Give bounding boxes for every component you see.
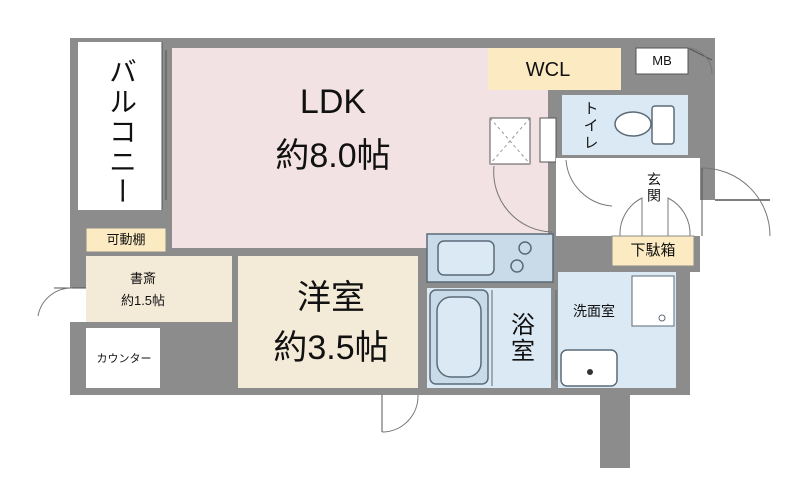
wcl-room: [488, 48, 621, 90]
entrance-floor: [612, 166, 698, 236]
movable-shelf-label: 可動棚: [106, 232, 146, 247]
entrance-label: 玄関: [646, 172, 662, 204]
pantry-shelf: [539, 117, 557, 163]
shoe-box: [611, 235, 695, 267]
western-room: [238, 256, 418, 388]
ldk-label: LDK: [299, 83, 367, 121]
counter-area: [86, 328, 160, 388]
study-size-label: 約1.5帖: [120, 293, 166, 308]
study-label: 書斎: [129, 271, 157, 286]
study-room: [86, 256, 232, 322]
toilet-bowl: [614, 111, 652, 137]
movable-shelf: [85, 227, 167, 253]
mb-closet: [635, 47, 689, 75]
wcl-label: WCL: [525, 59, 571, 81]
counter-label: カウンター: [96, 353, 152, 365]
mb-label: MB: [652, 53, 672, 68]
balcony-area: [78, 42, 162, 210]
bathroom-label: 浴室: [506, 312, 534, 364]
toilet-label: トイレ: [581, 100, 599, 152]
shoe-box-label: 下駄箱: [630, 242, 676, 259]
balcony-label: バルコニー: [106, 57, 137, 207]
kitchen-sink: [437, 240, 495, 276]
ldk-size-label: 約8.0帖: [275, 137, 391, 175]
toilet-tank: [651, 105, 675, 145]
wash-basin: [560, 349, 618, 387]
stove-burner-1: [518, 241, 532, 255]
ldk-room: [172, 48, 548, 248]
western-room-size-label: 約3.5帖: [273, 329, 389, 367]
washing-machine-space: [631, 275, 675, 327]
washroom-label: 洗面室: [573, 303, 615, 319]
stove-burner-2: [510, 259, 524, 273]
western-room-label: 洋室: [297, 279, 365, 317]
